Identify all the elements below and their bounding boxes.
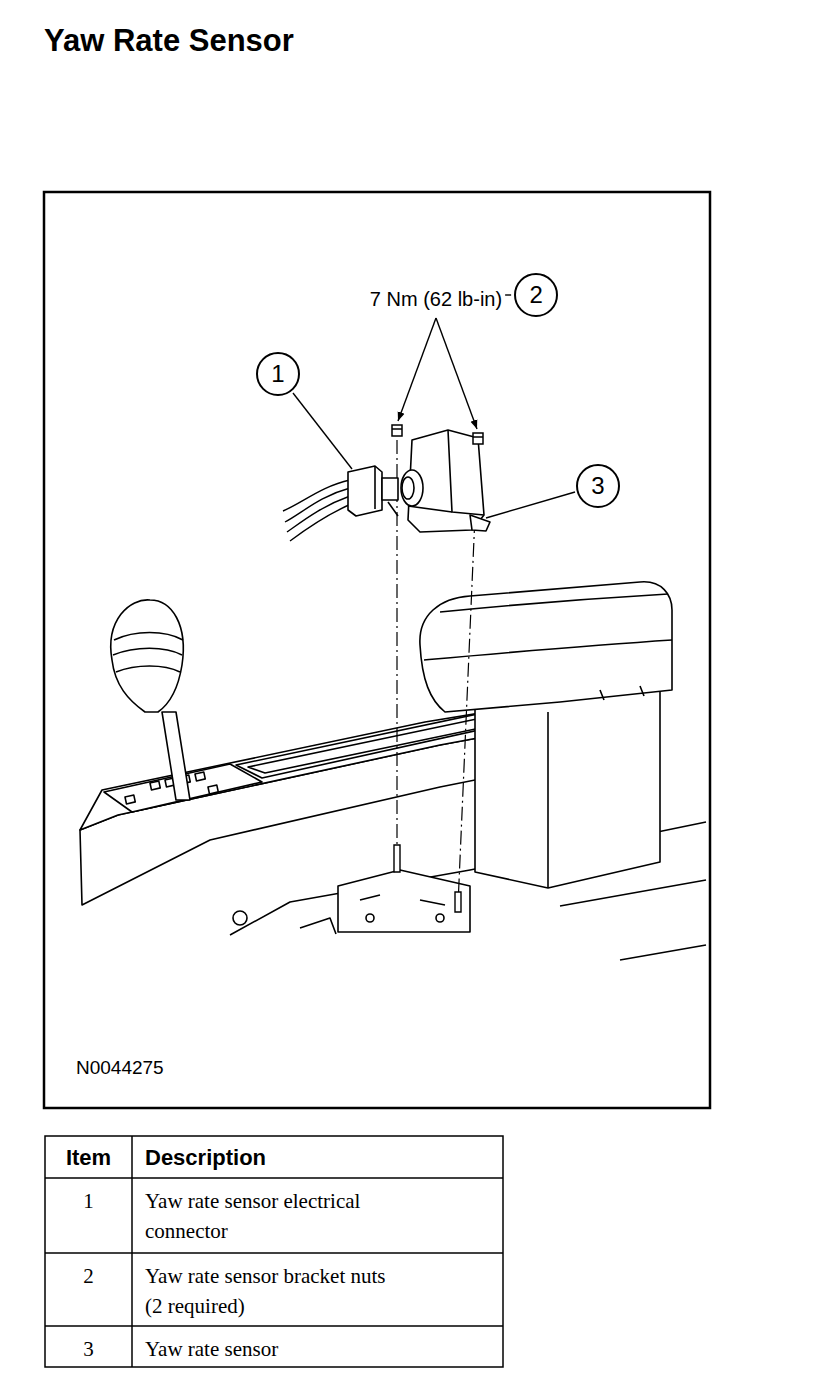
table-cell: Yaw rate sensor bracket nuts (2 required… <box>145 1261 400 1321</box>
callout-text: 1 <box>271 361 284 387</box>
yaw-rate-sensor <box>401 430 490 532</box>
studs <box>394 845 461 912</box>
electrical-connector <box>348 466 398 516</box>
table-cell: Yaw rate sensor <box>145 1334 490 1364</box>
page-title: Yaw Rate Sensor <box>44 22 294 59</box>
leader-lines <box>293 318 575 518</box>
figure-frame <box>44 192 710 1108</box>
callout-number: 3 <box>576 464 620 508</box>
table-cell: 3 <box>45 1334 132 1364</box>
table-header: Description <box>145 1143 490 1173</box>
callout-text: 3 <box>591 473 604 499</box>
leader-dash <box>505 294 511 295</box>
table-cell: Yaw rate sensor electrical connector <box>145 1186 400 1246</box>
table-cell: 2 <box>45 1261 132 1291</box>
table-header: Item <box>45 1143 132 1173</box>
callout-number: 2 <box>514 273 558 317</box>
callout-number: 1 <box>256 352 300 396</box>
bracket-nuts <box>392 425 483 444</box>
parts-table-grid <box>45 1136 503 1367</box>
center-console <box>80 582 706 960</box>
connector-wires <box>283 480 351 541</box>
table-cell: 1 <box>45 1186 132 1216</box>
figure-number: N0044275 <box>76 1057 164 1080</box>
callout-text: 2 <box>529 282 542 308</box>
torque-spec: 7 Nm (62 lb-in) <box>370 287 502 311</box>
